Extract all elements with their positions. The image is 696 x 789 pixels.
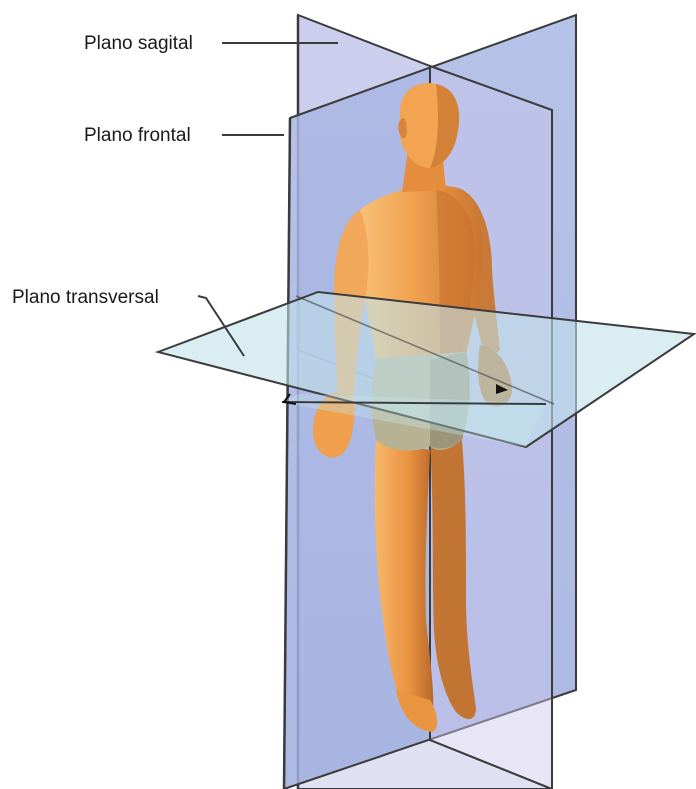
label-frontal-text: Plano frontal	[84, 125, 191, 146]
label-frontal: Plano frontal	[84, 125, 284, 146]
transverse-plane	[158, 292, 694, 447]
label-sagittal-text: Plano sagital	[84, 33, 193, 54]
label-transverse-text: Plano transversal	[12, 287, 159, 308]
